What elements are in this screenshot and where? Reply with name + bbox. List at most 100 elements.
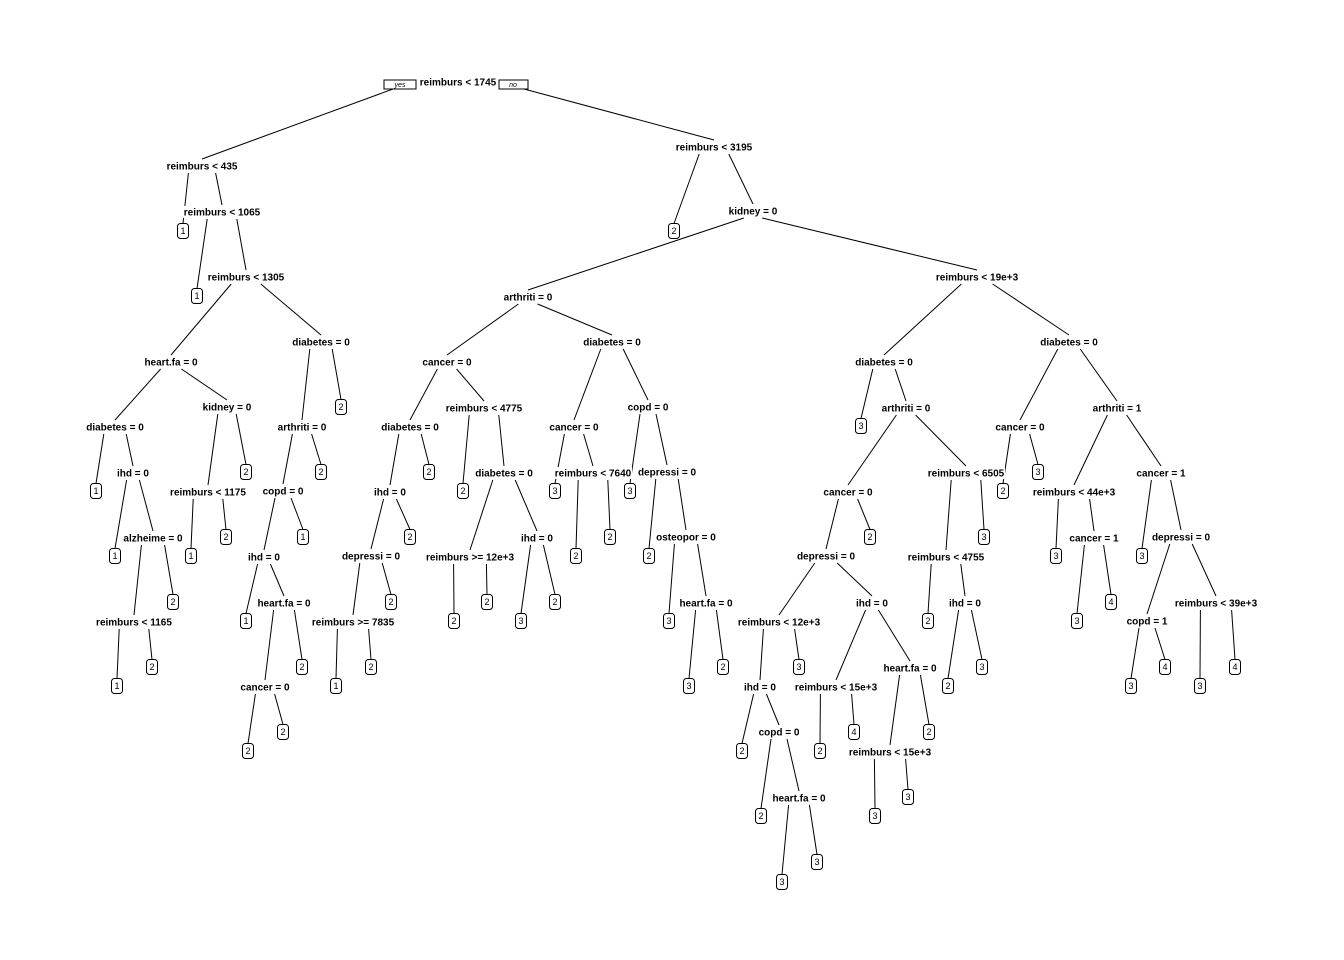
leaf-node-label: 3	[814, 857, 819, 867]
edge-s40-s41	[825, 498, 839, 550]
leaf-node-box	[1125, 678, 1137, 694]
split-node-label: depressi = 0	[1152, 533, 1211, 544]
leaf-node-box	[385, 594, 397, 610]
leaf-node-label: 2	[552, 597, 557, 607]
split-node-bg	[341, 550, 401, 562]
leaf-node-label: 4	[1108, 597, 1113, 607]
edge-s45-l42	[781, 804, 790, 875]
split-node-label: cancer = 0	[240, 683, 290, 694]
leaf-node-box	[643, 548, 655, 564]
split-node-bg	[246, 551, 282, 563]
edge-s16-s17	[264, 609, 275, 681]
leaf-node-label: 3	[552, 486, 557, 496]
leaf-node-box	[717, 659, 729, 675]
split-node-bg	[1135, 467, 1187, 479]
split-node-bg	[582, 336, 642, 348]
split-node-bg	[419, 76, 497, 88]
split-node-label: depressi = 0	[638, 468, 697, 479]
leaf-node-label: 2	[867, 532, 872, 542]
split-node-bg	[742, 681, 778, 693]
split-node-label: heart.fa = 0	[679, 599, 733, 610]
split-node-label: reimburs < 4775	[446, 404, 523, 415]
edge-s9-l6	[116, 628, 120, 679]
leaf-node-box	[330, 678, 342, 694]
leaf-node-label: 2	[720, 662, 725, 672]
edge-s54-l54	[1029, 433, 1039, 465]
split-node-label: diabetes = 0	[583, 338, 641, 349]
edge-s21-s22	[409, 368, 438, 421]
split-node-label: reimburs < 6505	[928, 469, 1005, 480]
split-node-bg	[445, 402, 523, 414]
edge-s50-s51	[945, 479, 952, 551]
edge-s2-s3	[215, 172, 223, 206]
leaf-node-box	[869, 808, 881, 824]
split-node-label: diabetes = 0	[855, 358, 913, 369]
leaf-node-box	[185, 548, 197, 564]
edge-s46-s48	[877, 609, 911, 662]
edge-s6-l3	[95, 433, 105, 484]
split-node-label: cancer = 0	[823, 488, 873, 499]
split-node-bg	[122, 532, 184, 544]
leaf-node-box	[220, 529, 232, 545]
leaf-node-box	[448, 613, 460, 629]
leaf-node-label: 2	[149, 662, 154, 672]
edge-s50-l49	[980, 479, 985, 530]
split-node-bg	[771, 792, 827, 804]
split-node-bg	[372, 486, 408, 498]
leaf-node-label: 3	[905, 792, 910, 802]
split-node-label: alzheime = 0	[123, 534, 183, 545]
leaf-nodes: 1111212122122122222122222232322323323232…	[90, 223, 1241, 890]
edge-s36-l35	[688, 609, 697, 679]
leaf-node-box	[1136, 548, 1148, 564]
split-node-label: kidney = 0	[729, 207, 778, 218]
split-node-label: arthriti = 0	[504, 293, 553, 304]
split-node-bg	[95, 616, 173, 628]
edge-s11-l8	[190, 498, 194, 549]
split-node-label: ihd = 0	[949, 599, 981, 610]
split-node-bg	[728, 205, 778, 217]
leaf-node-box	[978, 529, 990, 545]
split-node-bg	[421, 356, 473, 368]
split-node-bg	[822, 486, 874, 498]
split-node-label: reimburs < 1065	[184, 208, 261, 219]
leaf-node-label: 1	[194, 291, 199, 301]
leaf-node-label: 3	[518, 616, 523, 626]
split-node-label: ihd = 0	[744, 683, 776, 694]
edge-s22-s23	[389, 433, 400, 486]
leaf-node-box	[663, 613, 675, 629]
edge-s26-s27	[498, 414, 505, 467]
leaf-node-label: 4	[1162, 662, 1167, 672]
leaf-node-label: 1	[180, 226, 185, 236]
edge-s16-l17	[293, 609, 303, 660]
leaf-node-label: 2	[484, 597, 489, 607]
split-node-label: reimburs < 435	[167, 162, 238, 173]
split-node-label: arthriti = 1	[1093, 404, 1142, 415]
leaf-node-box	[604, 529, 616, 545]
edge-s8-l7	[164, 544, 174, 595]
leaf-node-label: 3	[872, 811, 877, 821]
leaf-node-box	[549, 483, 561, 499]
split-node-bg	[947, 597, 983, 609]
split-node-label: reimburs < 1165	[96, 618, 172, 629]
split-node-label: reimburs >= 12e+3	[426, 553, 515, 564]
edge-s35-s36	[697, 543, 707, 597]
edge-s41-s46	[836, 562, 873, 597]
edge-s60-l59	[1130, 627, 1140, 679]
split-node-label: diabetes = 0	[1040, 338, 1098, 349]
leaf-node-box	[423, 464, 435, 480]
edge-s27-s28	[469, 479, 494, 551]
edge-s29-l28	[542, 544, 556, 595]
split-node-bg	[169, 486, 247, 498]
split-node-bg	[936, 271, 1018, 283]
edge-s53-s55	[1079, 348, 1118, 402]
split-node-label: diabetes = 0	[381, 423, 439, 434]
split-node-label: copd = 1	[1127, 617, 1168, 628]
edge-s44-l41	[760, 738, 772, 809]
leaf-node-label: 3	[858, 421, 863, 431]
split-node-label: ihd = 0	[248, 553, 280, 564]
leaf-node-box	[864, 529, 876, 545]
edge-s10-l10	[235, 413, 247, 465]
leaf-node-label: 1	[112, 551, 117, 561]
edge-s27-s29	[514, 479, 538, 532]
edge-s20-s21	[446, 303, 519, 356]
